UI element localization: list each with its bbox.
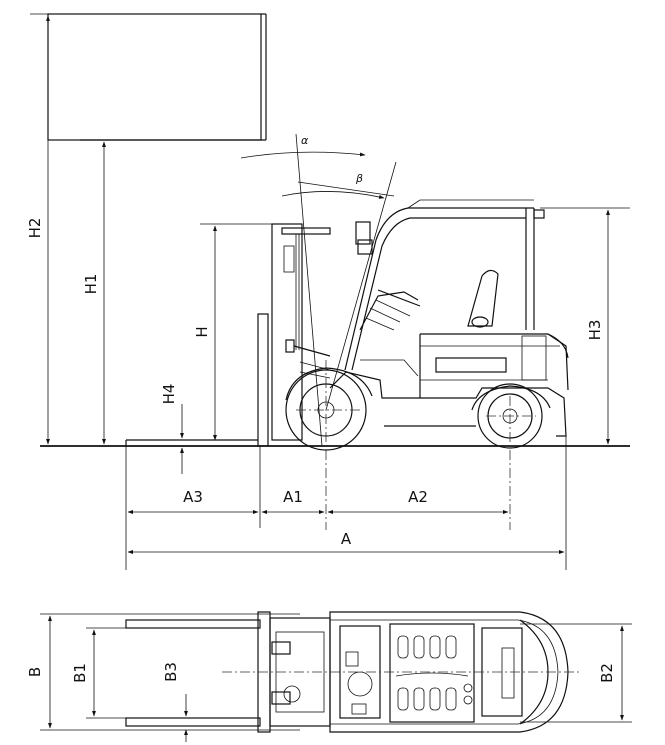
label-A3: A3 [183,488,203,506]
label-B2: B2 [598,663,616,683]
label-H: H [193,326,211,337]
beta-label: β [355,172,363,185]
label-H2: H2 [26,218,44,239]
dim-B3: B3 [162,662,188,742]
dim-A3: A3 [127,488,259,514]
lowered-fork [125,313,269,447]
raised-load [47,13,267,141]
guard-slats [389,623,475,723]
side-view: α β [26,13,630,570]
dim-A: A [127,530,565,554]
alpha-label: α [301,134,309,147]
truck-body [329,333,569,437]
label-A2: A2 [408,488,428,506]
dim-A1: A1 [261,488,325,514]
dim-H1: H1 [80,139,110,445]
label-H1: H1 [82,274,100,295]
alpha-dimension: α [240,134,366,159]
label-B1: B1 [71,663,89,683]
label-B: B [26,667,44,677]
beta-dimension: β [281,172,385,199]
dim-B2: B2 [598,625,624,721]
label-H3: H3 [586,320,604,341]
top-view: B B1 B3 B2 [26,611,632,742]
steering [359,289,421,331]
dim-A2: A2 [327,488,509,514]
label-A: A [341,530,352,548]
fork-top [125,619,261,629]
dim-B1: B1 [71,629,96,717]
dim-H3: H3 [540,207,630,445]
label-B3: B3 [162,662,180,682]
mast [271,223,331,441]
tilt-lines [295,133,397,447]
dim-B: B [26,615,52,729]
dim-H2: H2 [26,13,60,445]
front-wheel [285,367,373,451]
dim-H4: H4 [160,384,184,474]
fork-bottom [125,717,261,727]
label-A1: A1 [283,488,303,506]
overhead-guard [344,199,545,371]
seat [467,269,499,328]
dim-H: H [193,223,272,441]
label-H4: H4 [160,384,178,405]
